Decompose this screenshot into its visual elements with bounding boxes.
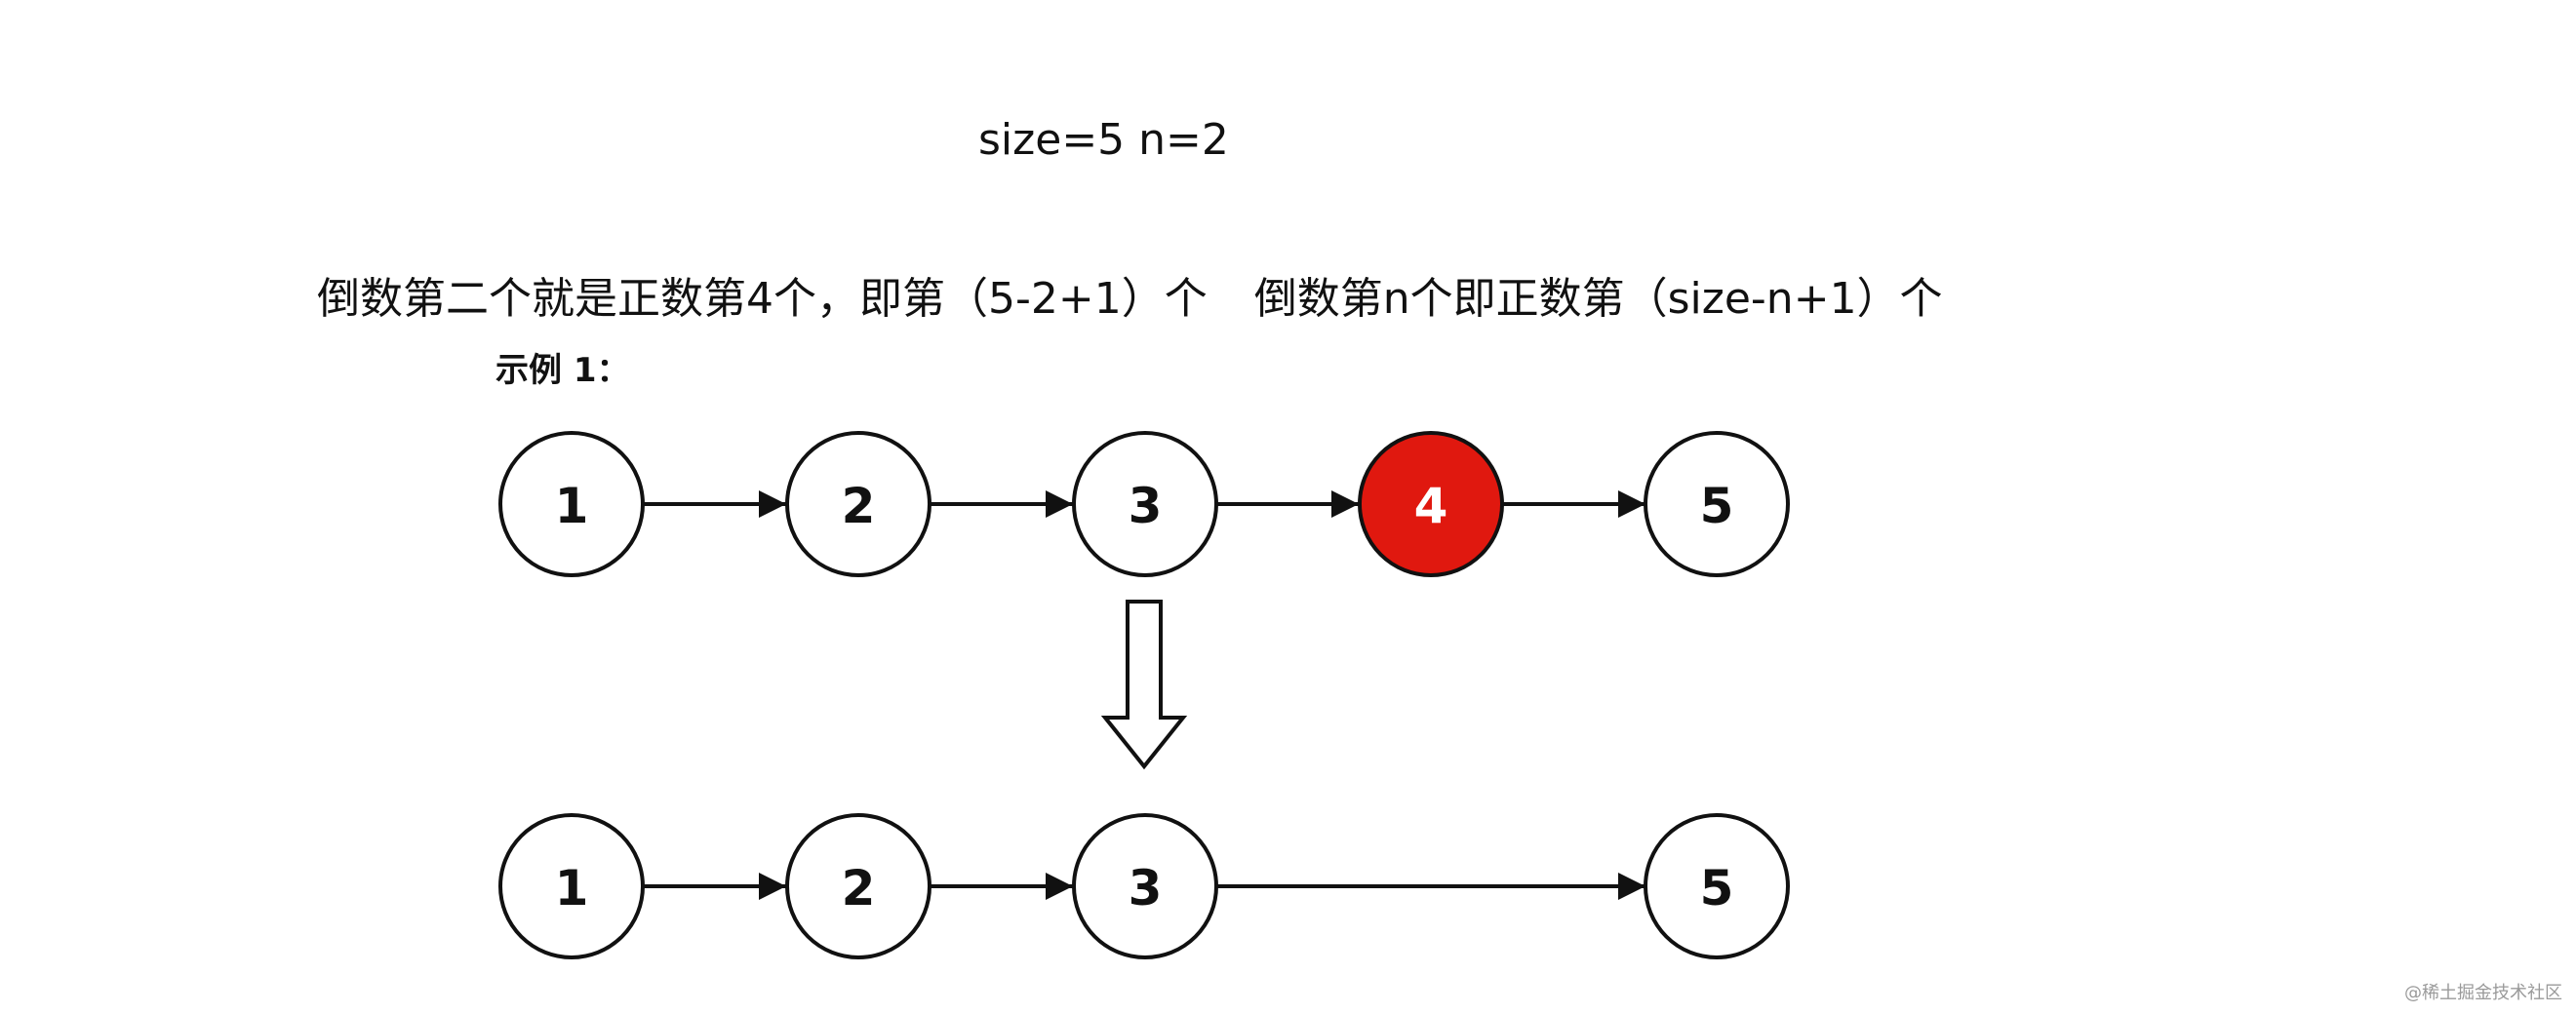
node-before-1: 1 (498, 431, 645, 577)
node-before-2: 2 (785, 431, 931, 577)
node-label: 4 (1414, 478, 1448, 534)
explanation-right: 倒数第n个即正数第（size-n+1）个 (1253, 274, 1943, 324)
node-after-2: 2 (785, 813, 931, 959)
node-label: 2 (842, 860, 876, 916)
node-after-5: 5 (1644, 813, 1790, 959)
list-before: 1 2 3 4 5 (498, 431, 1790, 577)
node-after-1: 1 (498, 813, 645, 959)
explanation-text: 倒数第二个就是正数第4个，即第（5-2+1）个倒数第n个即正数第（size-n+… (317, 263, 1943, 326)
node-before-3: 3 (1072, 431, 1218, 577)
node-label: 1 (555, 860, 589, 916)
watermark: @稀土掘金技术社区 (2404, 983, 2562, 1003)
example-title: 示例 1： (495, 351, 630, 390)
node-label: 5 (1700, 860, 1734, 916)
node-before-4-highlighted: 4 (1358, 431, 1504, 577)
node-label: 3 (1129, 860, 1163, 916)
down-arrow-icon (1100, 600, 1188, 770)
explanation-left: 倒数第二个就是正数第4个，即第（5-2+1）个 (317, 274, 1208, 324)
node-label: 5 (1700, 478, 1734, 534)
node-label: 2 (842, 478, 876, 534)
node-label: 1 (555, 478, 589, 534)
node-before-5: 5 (1644, 431, 1790, 577)
node-after-3: 3 (1072, 813, 1218, 959)
node-label: 3 (1129, 478, 1163, 534)
size-n-label: size=5 n=2 (978, 115, 1229, 165)
list-after: 1 2 3 5 (498, 813, 1790, 959)
